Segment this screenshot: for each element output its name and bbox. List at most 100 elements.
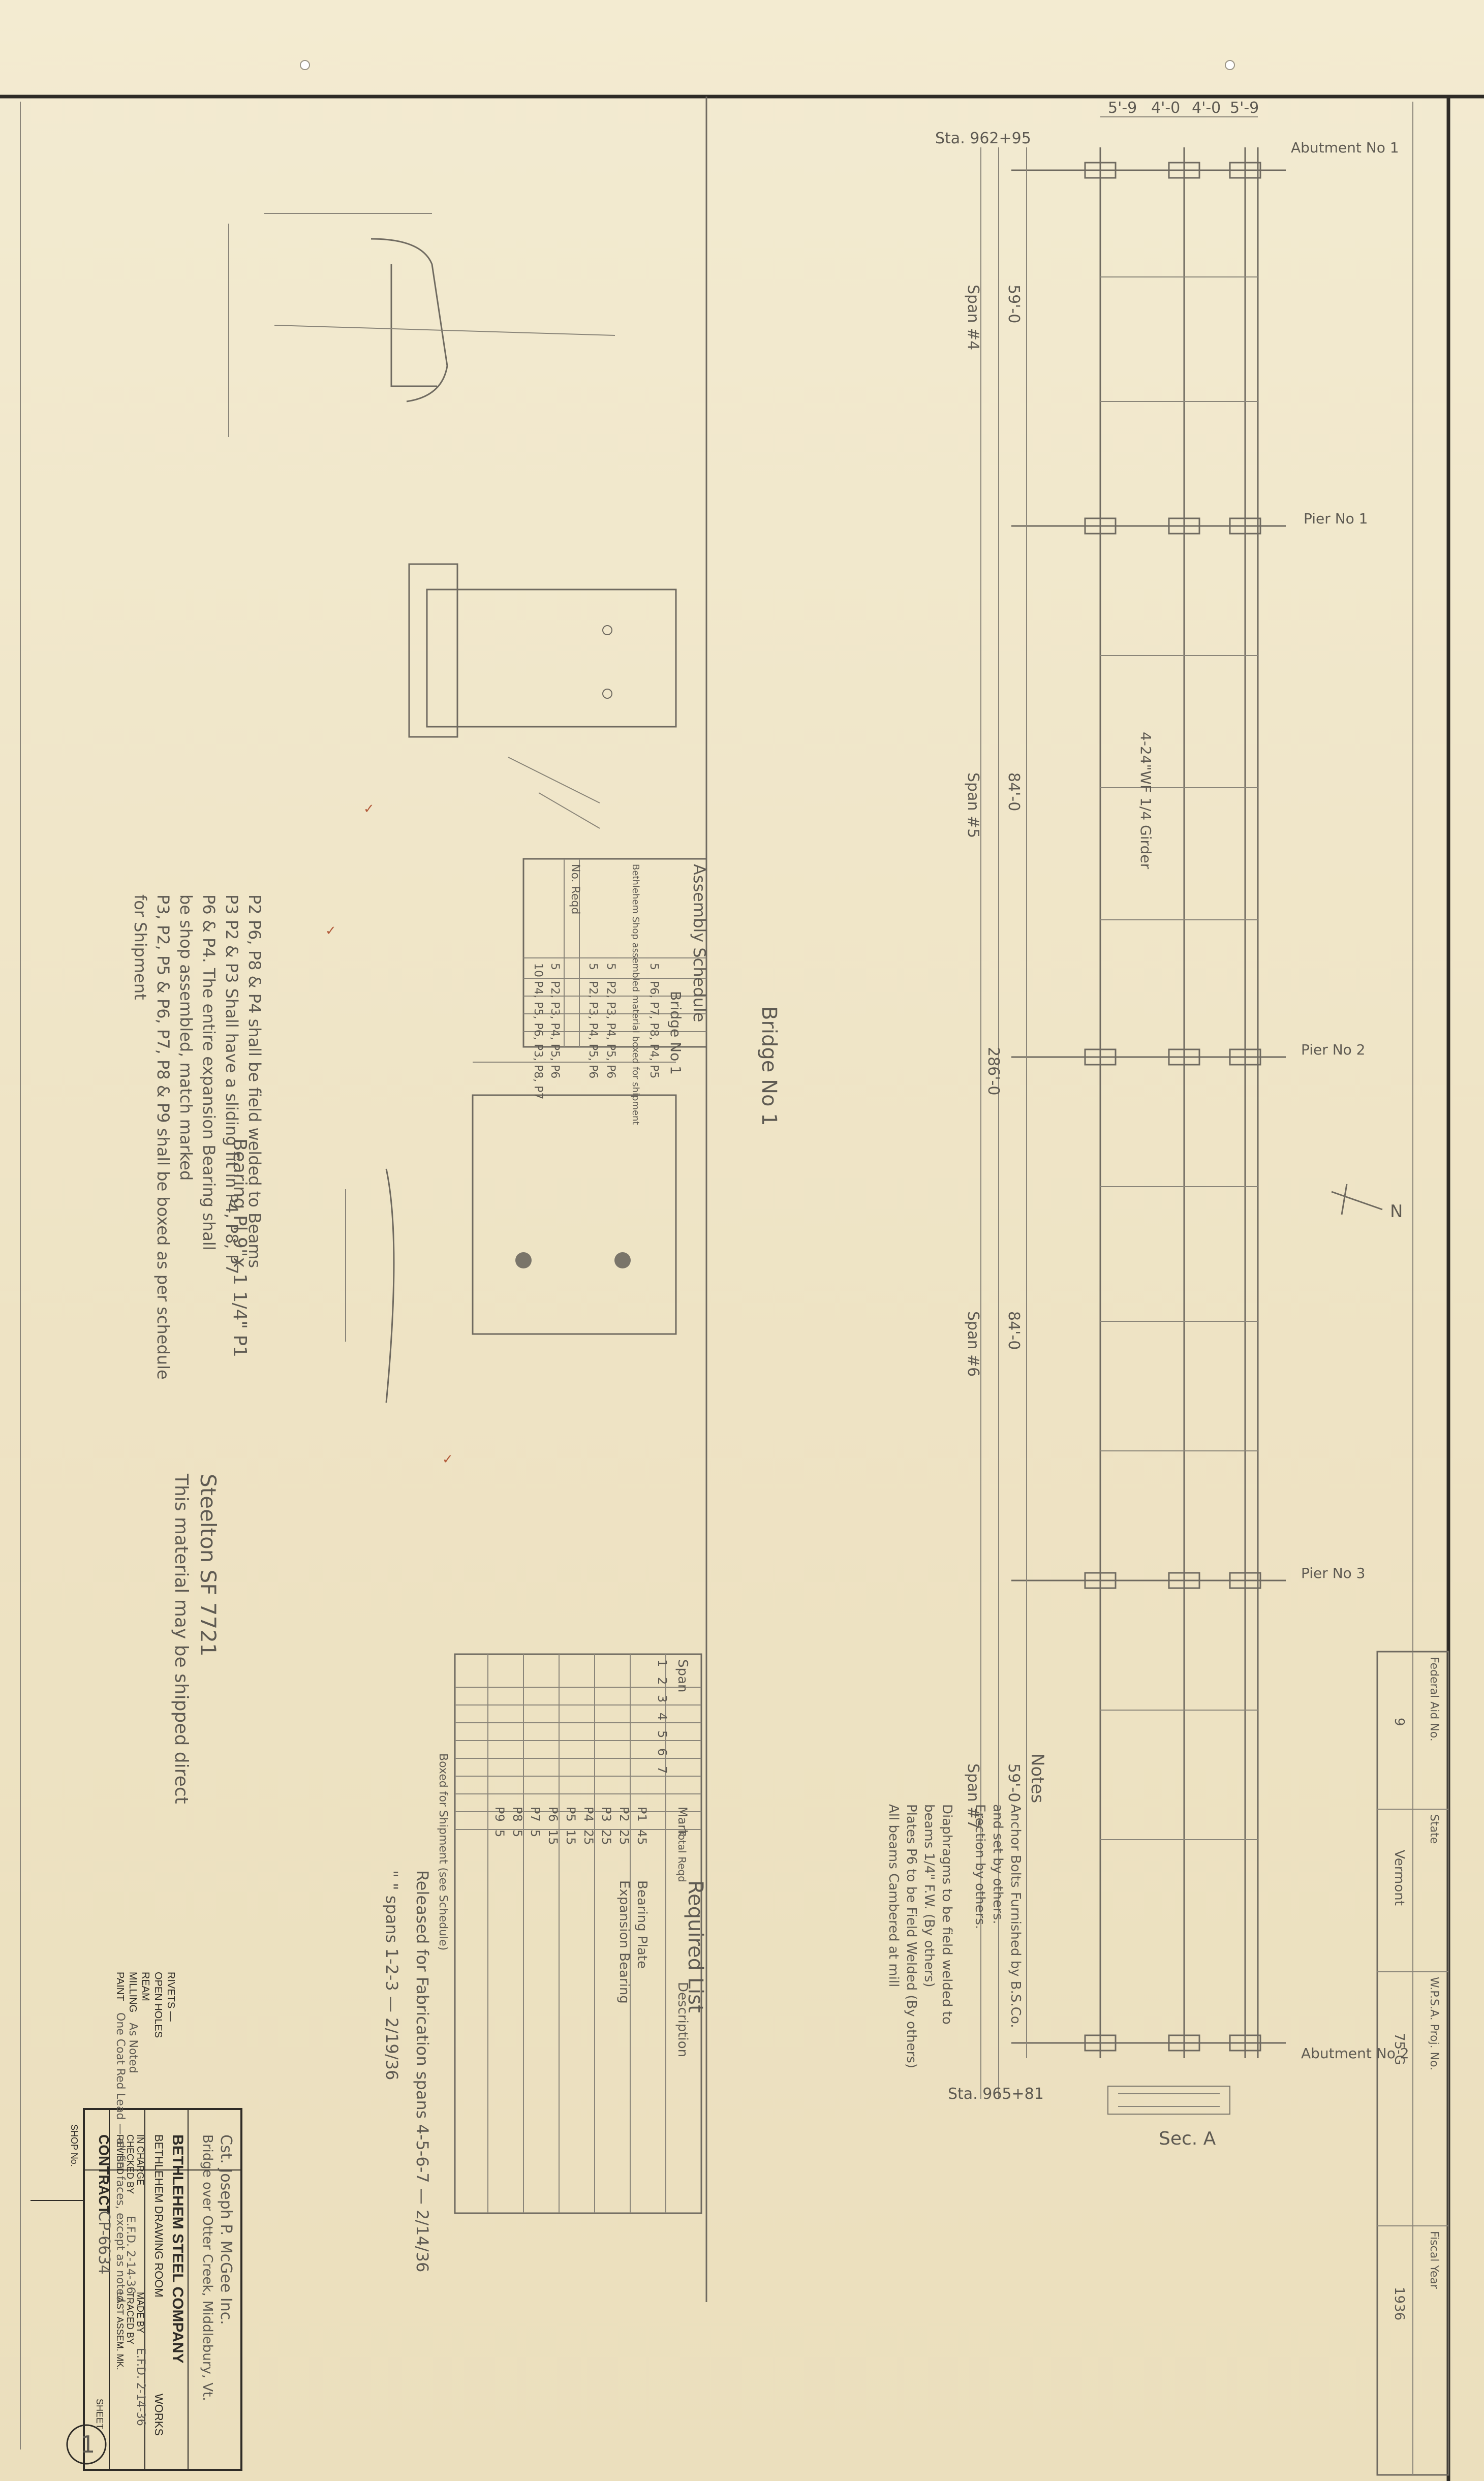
station-start: Sta. 962+95	[935, 130, 1031, 147]
top-dim-2: 4'-0	[1151, 99, 1180, 117]
span-length-5: 84'-0	[1005, 772, 1023, 811]
required-row-total: 25	[617, 1829, 631, 1845]
open-holes-label: OPEN HOLES	[152, 1972, 164, 2038]
sheet-number: 1	[80, 2431, 95, 2458]
required-row-total: 5	[510, 1829, 524, 1837]
ul-note-5: P3, P2, P5 & P6, P7, P8 & P9 shall be bo…	[153, 894, 173, 1380]
support-pier-2: Pier No 2	[1301, 1041, 1365, 1058]
paint-label: PAINT	[114, 1972, 126, 2001]
release-note-1: Released for Fabrication spans 4-5-6-7 —…	[413, 1870, 432, 2272]
required-row-total: 25	[599, 1829, 613, 1845]
note-line: beams 1/4" F.W. (By others)	[921, 1804, 937, 1988]
required-row-total: 25	[581, 1829, 596, 1845]
ul-note-4: be shop assembled, match marked	[176, 894, 196, 1181]
support-pier-3: Pier No 3	[1301, 1565, 1365, 1581]
project-value-state: Vermont	[1392, 1850, 1407, 1906]
in-charge-label: IN CHARGE	[135, 2134, 145, 2185]
required-row-mark: P8	[510, 1807, 524, 1822]
note-line: All beams Cambered at mill	[886, 1804, 901, 1987]
total-length: 286'-0	[984, 1047, 1002, 1095]
required-row-desc: Expansion Bearing	[616, 1880, 632, 2004]
assembly-row-1-no: 10	[532, 963, 544, 977]
girder-label: 4-24"WF 1/4 Girder	[1137, 732, 1154, 870]
north-label: N	[1390, 1201, 1403, 1222]
required-row-total: 45	[635, 1829, 649, 1845]
project-value-year: 1936	[1392, 2287, 1407, 2320]
top-dim-1: 5'-9	[1108, 99, 1137, 117]
assembly-row-2-no: 5	[548, 963, 561, 970]
required-row-mark: P5	[564, 1807, 578, 1822]
ul-note-3: P6 & P4. The entire expansion Bearing sh…	[199, 894, 219, 1251]
contract-label: CONTRACT	[96, 2134, 112, 2214]
required-span-num: 1	[655, 1659, 669, 1667]
milling-value: As Noted	[127, 2023, 139, 2073]
bridge-plan	[980, 116, 1383, 2115]
drawing-room: BETHLEHEM DRAWING ROOM	[152, 2134, 165, 2298]
support-pier-1: Pier No 1	[1304, 510, 1368, 527]
required-row-total: 5	[492, 1829, 507, 1837]
required-row-mark: P3	[599, 1807, 613, 1822]
traced-by-label: TRACED BY	[125, 2292, 135, 2344]
section-a-sketch	[1107, 2086, 1230, 2115]
paint-value: One Coat Red Lead — all fin. faces, exce…	[114, 2012, 127, 2303]
release-note-2: " " spans 1-2-3 — 2/19/36	[382, 1870, 401, 2080]
note-line: Plates P6 to be Field Welded (By others)	[904, 1804, 919, 2068]
assembly-schedule-table	[522, 858, 707, 1048]
note-line: Diaphragms to be field welded to	[939, 1804, 954, 2025]
sheet-number-circle	[66, 2424, 107, 2465]
project-value-proj: 75-G	[1392, 2033, 1407, 2065]
shop-no-label: SHOP No.	[69, 2124, 79, 2167]
assembly-header-desc: Bethlehem Shop assembled material boxed …	[630, 864, 641, 1125]
north-arrow	[1331, 1191, 1383, 1211]
p1-material-note-1: Steelton SF 7721	[196, 1474, 221, 1657]
required-side-note: Boxed for Shipment (see Schedule)	[437, 1753, 449, 1950]
project-header-state: State	[1428, 1814, 1440, 1844]
ul-note-2: P3 P2 & P3 Shall have a sliding fit in P…	[222, 894, 241, 1275]
p1-material-note-2: This material may be shipped direct	[171, 1473, 192, 1804]
assembly-title: Assembly Schedule	[690, 864, 709, 1022]
required-row-mark: P6	[546, 1807, 560, 1822]
made-by-value: E.F.D. 2-14-36	[134, 2348, 147, 2426]
required-list-rows: P1 45 Bearing Plate P2 25 Expansion Bear…	[492, 1807, 650, 2004]
span-label-6: Span #6	[964, 1311, 982, 1377]
required-row-mark: P4	[581, 1807, 596, 1822]
assembly-row-4-no: 5	[604, 963, 617, 970]
top-dim-3: 4'-0	[1192, 99, 1221, 117]
assembly-row-5-no: 5	[647, 963, 660, 970]
required-list-table	[454, 1653, 702, 2214]
required-span-num: 7	[655, 1766, 669, 1774]
station-end: Sta. 965+81	[948, 2085, 1044, 2103]
required-span-num: 4	[655, 1713, 669, 1720]
assembly-row-4-desc: P2, P3, P4, P5, P6	[604, 981, 617, 1078]
required-header-mark: Mark	[675, 1807, 690, 1837]
bridge-label: Bridge No 1	[757, 1006, 781, 1126]
punch-hole	[300, 60, 310, 70]
required-header-desc: Description	[675, 1982, 690, 2057]
assembly-row-3-desc: P2, P3, P4, P5, P6	[586, 981, 599, 1078]
last-assem-label: LAST ASSEM. MK.	[115, 2292, 125, 2370]
required-row-mark: P2	[617, 1807, 631, 1822]
assembly-row-2-desc: P2, P3, P4, P5, P6	[548, 981, 561, 1078]
required-list-title: Required List	[684, 1880, 707, 2013]
project-name: Bridge over Otter Creek, Middlebury, Vt.	[200, 2134, 215, 2401]
required-row-mark: P9	[492, 1807, 507, 1822]
project-header-year: Fiscal Year	[1428, 2231, 1440, 2289]
required-span-num: 6	[655, 1748, 669, 1756]
checked-by-label: CHECKED BY	[125, 2134, 135, 2194]
sheet-label: SHEET	[95, 2399, 105, 2429]
punch-hole	[1225, 60, 1235, 70]
assembly-row-3-no: 5	[586, 963, 599, 970]
notes-heading: Notes	[1027, 1753, 1047, 1803]
required-row-total: 5	[528, 1829, 542, 1837]
required-span-num: 5	[655, 1730, 669, 1738]
project-value-fed-aid: 9	[1392, 1718, 1407, 1726]
section-a-label: Sec. A	[1159, 2128, 1216, 2149]
revised-label: REVISED	[115, 2134, 125, 2175]
ul-note-6: for Shipment	[131, 894, 150, 1000]
span-label-5: Span #5	[964, 772, 982, 838]
required-row-desc: Bearing Plate	[634, 1880, 650, 1969]
project-header-fed-aid: Federal Aid No.	[1428, 1657, 1440, 1742]
assembly-row-1-desc: P4, P5, P6, P3, P8, P7	[532, 981, 544, 1100]
p1-material-title: Bearing Pl 9"x 1 1/4" P1	[229, 1138, 250, 1357]
